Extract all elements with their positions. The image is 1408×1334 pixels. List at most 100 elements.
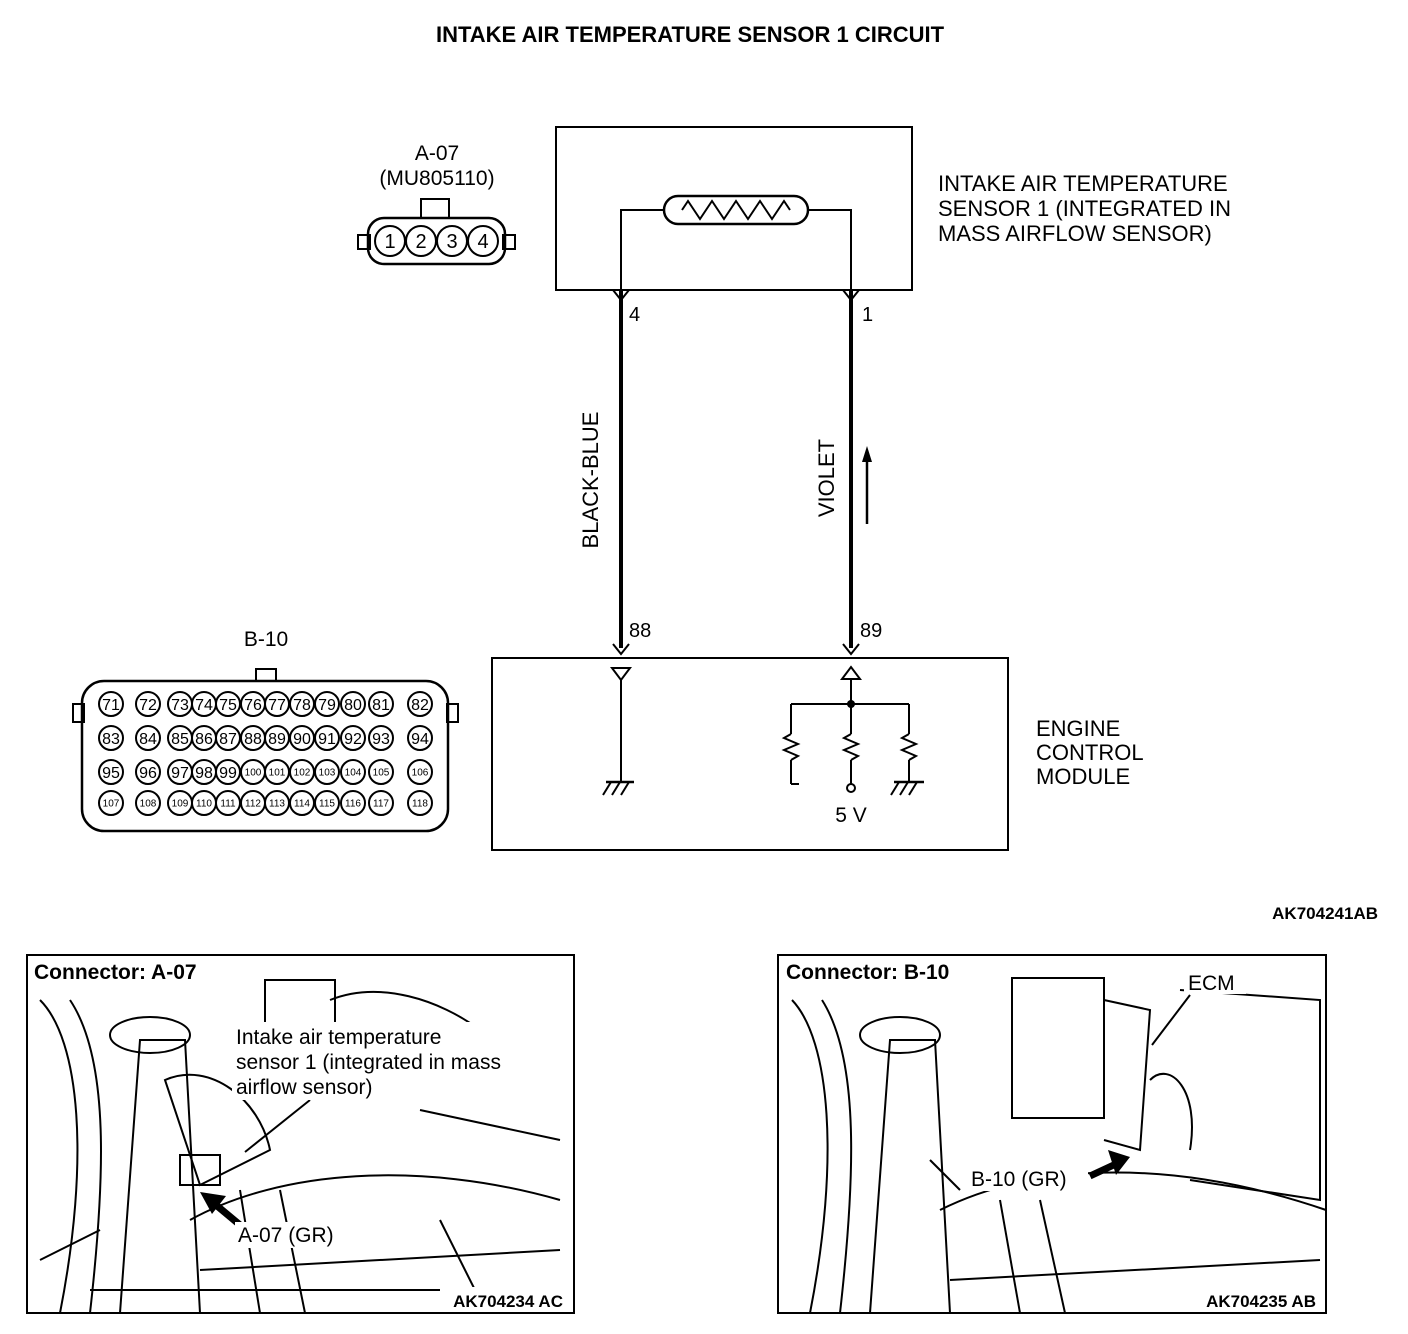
pin-circle — [135, 725, 161, 751]
pin-number: 98 — [195, 765, 213, 782]
current-direction-arrow-icon — [862, 446, 872, 524]
pin-number: 72 — [139, 697, 157, 714]
supply-voltage-label: 5 V — [835, 804, 867, 827]
pin-number: 100 — [245, 768, 262, 779]
pin-number: 114 — [294, 799, 310, 810]
ecm-label-line-1: ENGINE — [1036, 716, 1120, 741]
pin-number: 77 — [268, 697, 286, 714]
pin-number: 103 — [319, 768, 336, 779]
pin-number: 82 — [411, 697, 429, 714]
photo-a07-callout-line-1: Intake air temperature — [236, 1026, 441, 1049]
pin-number: 79 — [318, 697, 336, 714]
pin-number: 108 — [140, 799, 157, 810]
pin-number: 3 — [446, 231, 457, 253]
ecm-label-line-2: CONTROL — [1036, 740, 1144, 765]
ground-icon — [890, 780, 924, 796]
photo-b10-connector-label: B-10 (GR) — [971, 1168, 1067, 1191]
pin-number: 2 — [415, 231, 426, 253]
pin-circle — [340, 725, 366, 751]
engine-bay-photo-b10 — [791, 977, 1327, 1314]
pin-circle — [368, 691, 394, 717]
resistor-pull-icon — [781, 704, 801, 785]
sensor-label-line-2: SENSOR 1 (INTEGRATED IN — [938, 196, 1231, 221]
pin-number: 4 — [477, 231, 488, 253]
pin-number: 87 — [219, 731, 237, 748]
photo-b10-code: AK704235 AB — [1206, 1292, 1316, 1311]
pin-number: 89 — [268, 731, 286, 748]
pin-circle — [407, 790, 433, 816]
pin-circle — [368, 759, 394, 785]
pin-circle — [314, 691, 340, 717]
resistor-ground-icon — [899, 704, 919, 782]
pin-number: 104 — [345, 768, 362, 779]
pin-circle — [98, 790, 124, 816]
pin-number: 85 — [171, 731, 189, 748]
pin-number: 74 — [195, 697, 213, 714]
pin-circle — [407, 759, 433, 785]
pin-circle — [135, 691, 161, 717]
thermistor-icon — [662, 194, 810, 226]
pin-circle — [368, 725, 394, 751]
pin-number: 97 — [171, 765, 189, 782]
pin-number: 101 — [269, 768, 286, 779]
ecm-pin-right: 89 — [860, 620, 882, 642]
engine-control-module: 5 V ENGINE CONTROL MODULE — [491, 657, 1144, 851]
pin-number: 86 — [195, 731, 213, 748]
pin-number: 116 — [345, 799, 361, 810]
photo-connector-b10: Connector: B-10 ECM B-10 (GR) AK704235 A… — [777, 954, 1327, 1314]
pin-circle — [98, 725, 124, 751]
pin-number: 107 — [103, 799, 120, 810]
pin-number: 83 — [102, 731, 120, 748]
wire-violet: 1 89 VIOLET — [814, 289, 882, 656]
pin-number: 102 — [294, 768, 311, 779]
pin-circle — [135, 759, 161, 785]
wire-black-blue: 4 88 BLACK-BLUE — [578, 289, 651, 656]
pin-number: 80 — [344, 697, 362, 714]
connector-a07-id: A-07 — [415, 142, 459, 165]
photo-connector-a07: Connector: A-07 Intake air temperature s… — [26, 954, 575, 1314]
photo-a07-callout-line-3: airflow sensor) — [236, 1076, 373, 1099]
pin-number: 93 — [372, 731, 390, 748]
pin-number: 115 — [319, 799, 335, 810]
pin-number: 117 — [373, 799, 389, 810]
pin-number: 110 — [196, 799, 212, 810]
pin-number: 99 — [219, 765, 237, 782]
ground-icon — [602, 780, 634, 796]
pin-number: 78 — [293, 697, 311, 714]
pin-circle — [340, 759, 366, 785]
pin-circle — [340, 691, 366, 717]
pin-number: 95 — [102, 765, 120, 782]
pin-number: 112 — [245, 799, 261, 810]
ecm-pin-left: 88 — [629, 620, 651, 642]
sensor-pin-right: 1 — [862, 304, 873, 326]
sensor-pin-left: 4 — [629, 304, 640, 326]
pin-circle — [368, 790, 394, 816]
pin-number: 96 — [139, 765, 157, 782]
pin-circle — [314, 725, 340, 751]
pin-circle — [340, 790, 366, 816]
wire-left-color-label: BLACK-BLUE — [578, 412, 603, 549]
photo-b10-ecm-label: ECM — [1188, 972, 1235, 995]
connector-b10-id: B-10 — [244, 628, 288, 651]
pin-number: 76 — [244, 697, 262, 714]
photo-a07-header: Connector: A-07 — [34, 961, 197, 984]
photo-a07-connector-label: A-07 (GR) — [238, 1224, 334, 1247]
pin-number: 91 — [318, 731, 336, 748]
pin-number: 105 — [373, 768, 390, 779]
pin-number: 111 — [220, 799, 236, 810]
pin-circle — [314, 790, 340, 816]
pin-circle — [467, 225, 499, 257]
pin-number: 94 — [411, 731, 429, 748]
photo-a07-callout-line-2: sensor 1 (integrated in mass — [236, 1051, 501, 1074]
diagram-title: INTAKE AIR TEMPERATURE SENSOR 1 CIRCUIT — [436, 22, 945, 47]
sensor-label-line-3: MASS AIRFLOW SENSOR) — [938, 221, 1212, 246]
photo-pointer-arrow-icon — [200, 1192, 243, 1228]
pin-number: 118 — [412, 799, 428, 810]
ecm-label-line-3: MODULE — [1036, 764, 1130, 789]
wire-right-color-label: VIOLET — [814, 439, 839, 517]
